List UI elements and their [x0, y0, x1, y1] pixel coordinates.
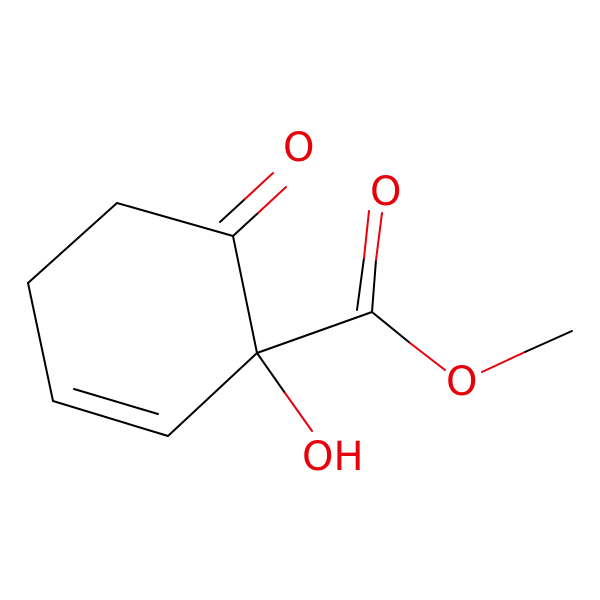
bond-ketone-o-half-2 [244, 172, 274, 200]
bond-ester-o-methyl-half [481, 351, 526, 373]
carbonyl-oxygen-label: O [370, 169, 401, 215]
bond-c1-oh-half [256, 352, 286, 394]
bond-c1-c6 [232, 235, 258, 354]
bond-ester-co-o-half [375, 212, 383, 261]
bond-c1-oh-half-2 [284, 392, 313, 432]
bond-ester-co-c-half [371, 259, 377, 313]
bond-ketone-c-half-2 [219, 198, 246, 223]
bond-c5-c4 [27, 202, 118, 284]
bond-c5-c6 [116, 202, 234, 237]
bond-ester-c-o-half-2 [409, 342, 446, 371]
ketone-oxygen-label: O [283, 125, 314, 171]
bond-c3-c2-inner [73, 388, 159, 415]
bond-c3-c2 [52, 400, 169, 437]
bond-ester-co-o-half-2 [363, 210, 370, 259]
bond-ketone-c-half [232, 212, 259, 237]
bond-ketone-o-half [257, 186, 287, 214]
bond-ester-o-methyl-half-2 [524, 330, 573, 353]
bond-c4-c3 [27, 282, 54, 402]
bond-c1-ester-c [256, 311, 373, 354]
bond-ester-c-o-half [371, 311, 411, 344]
ester-oxygen-label: O [446, 359, 477, 405]
hydroxyl-label: OH [302, 434, 364, 480]
bond-c2-c1 [167, 352, 258, 437]
bond-ester-co-c-half-2 [356, 257, 365, 311]
